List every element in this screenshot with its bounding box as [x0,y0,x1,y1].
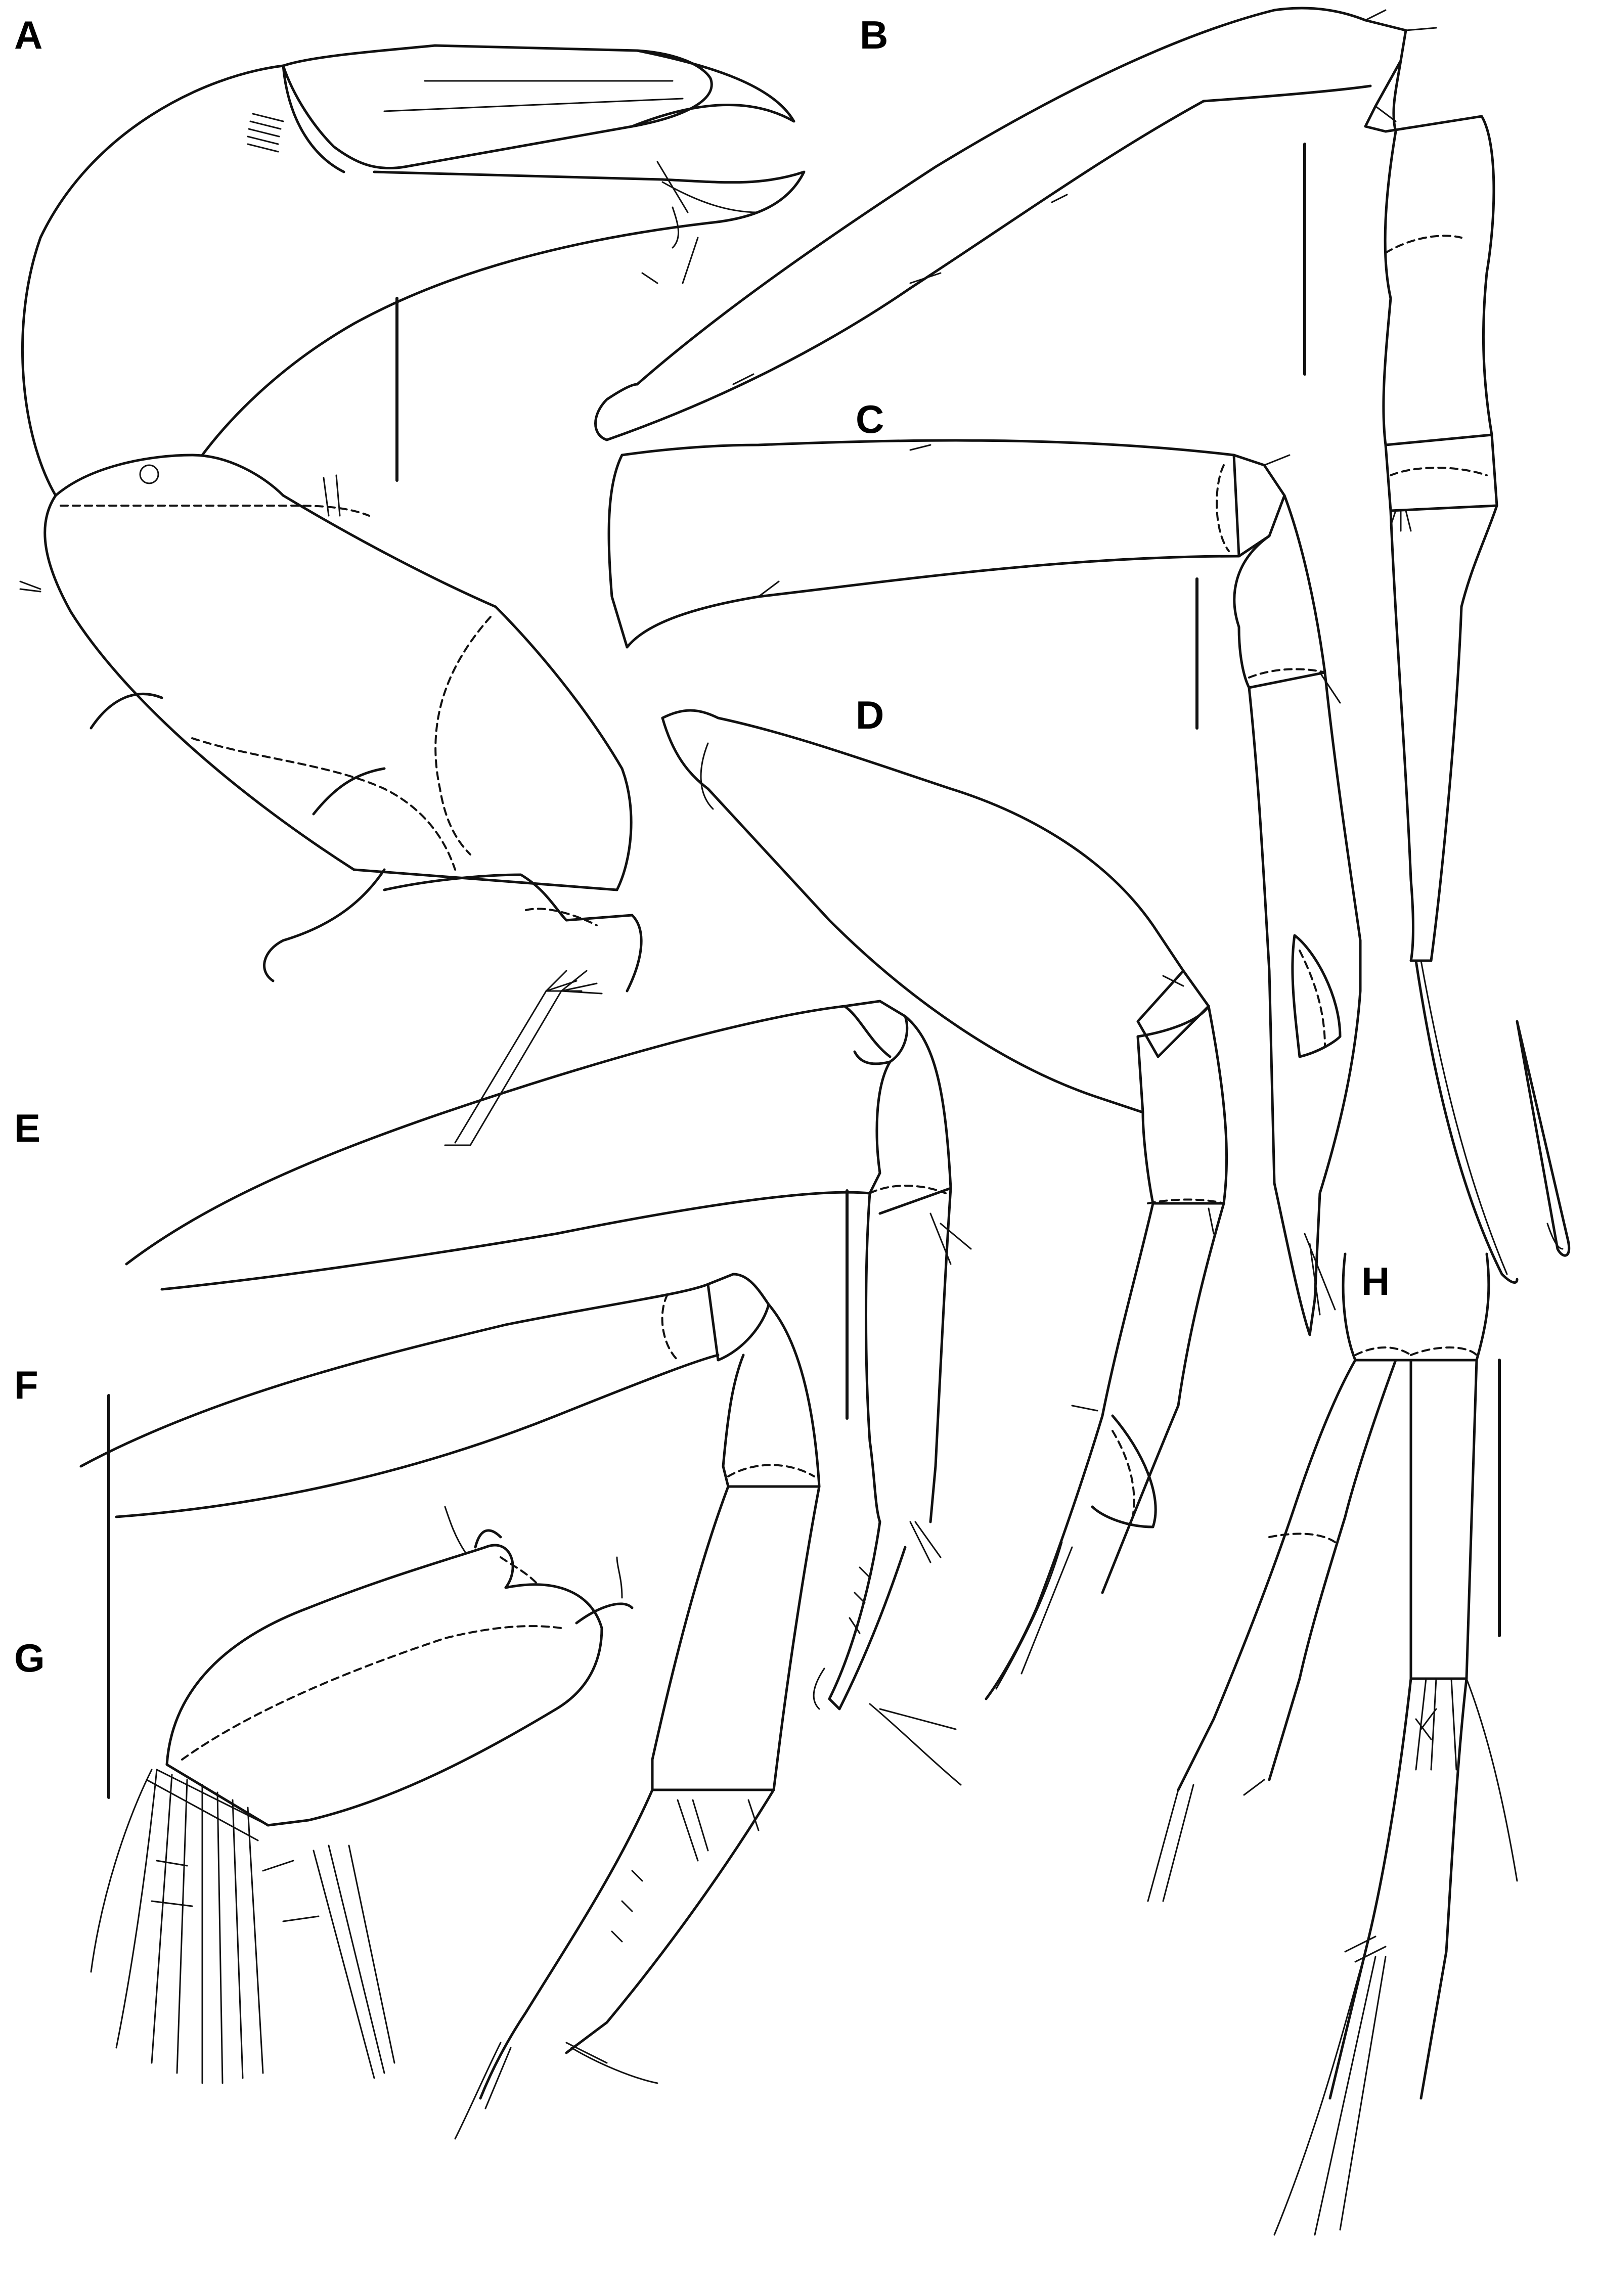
panel-label-e: E [14,1106,41,1150]
appendage-drawing-b [594,7,1571,1284]
appendage-drawing-h [1147,1252,1518,2236]
appendage-drawing-a [19,44,806,1146]
panel-label-d: D [856,693,884,737]
appendage-drawing-d [661,709,1228,1700]
panel-label-h: H [1361,1259,1390,1303]
panel-label-c: C [856,397,884,441]
appendage-drawing-f [79,1273,821,2140]
scale-bars [107,143,1501,1799]
panel-label-f: F [14,1363,38,1407]
panel-label-a: A [14,13,43,57]
panel-label-g: G [14,1636,45,1680]
appendage-drawing-c [607,439,1362,1336]
panel-label-b: B [860,13,889,57]
appendage-drawing-g [90,1506,634,2084]
appendage-drawing-e [125,1000,972,1786]
